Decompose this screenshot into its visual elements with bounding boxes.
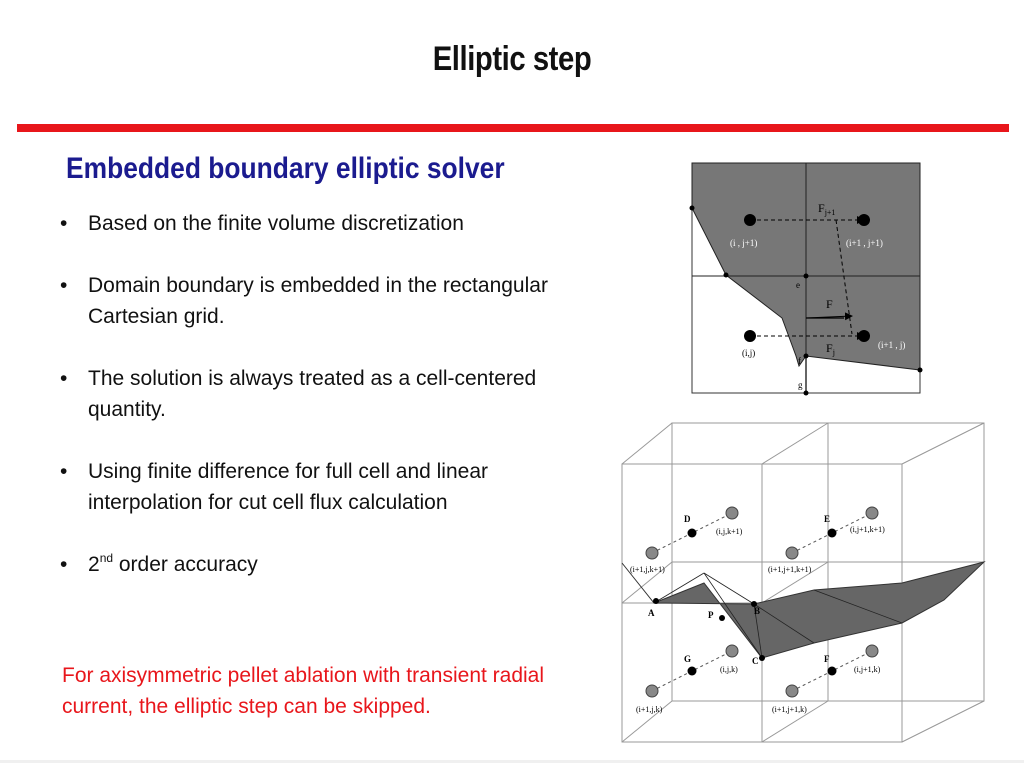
bullet-icon: •	[60, 274, 68, 297]
bullet-text: Domain boundary is embedded in the recta…	[88, 274, 548, 328]
cell-label: (i , j+1)	[730, 238, 757, 248]
point-label: P	[708, 610, 714, 620]
cell-label: (i,j+1,k)	[854, 665, 881, 674]
point-label: g	[798, 380, 803, 390]
section-heading: Embedded boundary elliptic solver	[66, 152, 505, 185]
bullet-icon: •	[60, 212, 68, 235]
cell-label: (i+1,j,k+1)	[630, 565, 665, 574]
bullet-item: • Based on the finite volume discretizat…	[58, 208, 558, 239]
point-label: B	[754, 606, 760, 616]
bullet-item: • 2nd order accuracy	[58, 549, 558, 580]
point-label: f	[798, 356, 801, 366]
cell-label: (i+1,j+1,k+1)	[768, 565, 812, 574]
point-label: E	[824, 514, 830, 524]
title-divider	[17, 124, 1009, 132]
flux-label: F	[826, 297, 833, 311]
bullet-item: • Domain boundary is embedded in the rec…	[58, 270, 558, 332]
point-label: e	[796, 280, 800, 290]
bullet-text: 2nd order accuracy	[88, 551, 258, 576]
point-label: D	[684, 514, 691, 524]
bullet-icon: •	[60, 367, 68, 390]
cell-label: (i+1 , j)	[878, 340, 905, 350]
flux-label: Fj+1	[818, 201, 835, 217]
note-text: For axisymmetric pellet ablation with tr…	[62, 664, 545, 718]
cell-label: (i+1,j+1,k)	[772, 705, 807, 714]
bullet-icon: •	[60, 460, 68, 483]
cell-label: (i,j+1,k+1)	[850, 525, 885, 534]
point-label: F	[824, 654, 830, 664]
bullet-icon: •	[60, 553, 68, 576]
embedded-surface	[621, 561, 986, 659]
bullet-item: • Using finite difference for full cell …	[58, 456, 558, 518]
3d-cell-diagram: (i,j,k+1) (i,j+1,k+1) (i+1,j,k+1) (i+1,j…	[621, 422, 986, 743]
footer-divider	[0, 760, 1024, 763]
bullet-text: Based on the finite volume discretizatio…	[88, 212, 464, 235]
cell-label: (i,j,k)	[720, 665, 738, 674]
point-label: A	[648, 608, 655, 618]
cell-label: (i,j)	[742, 348, 755, 358]
bullet-text: The solution is always treated as a cell…	[88, 367, 537, 421]
bullet-text: Using finite difference for full cell an…	[88, 460, 488, 514]
cell-label: (i+1 , j+1)	[846, 238, 883, 248]
point-label: G	[684, 654, 691, 664]
flux-label: Fj	[826, 341, 835, 357]
point-label: C	[752, 656, 759, 666]
cell-label: (i,j,k+1)	[716, 527, 743, 536]
cell-label: (i+1,j,k)	[636, 705, 663, 714]
slide-title: Elliptic step	[432, 40, 592, 78]
bullet-item: • The solution is always treated as a ce…	[58, 363, 558, 425]
cartesian-grid-diagram: (i , j+1) (i+1 , j+1) (i,j) (i+1 , j) Fj…	[689, 162, 923, 396]
bullet-list: • Based on the finite volume discretizat…	[58, 208, 558, 611]
